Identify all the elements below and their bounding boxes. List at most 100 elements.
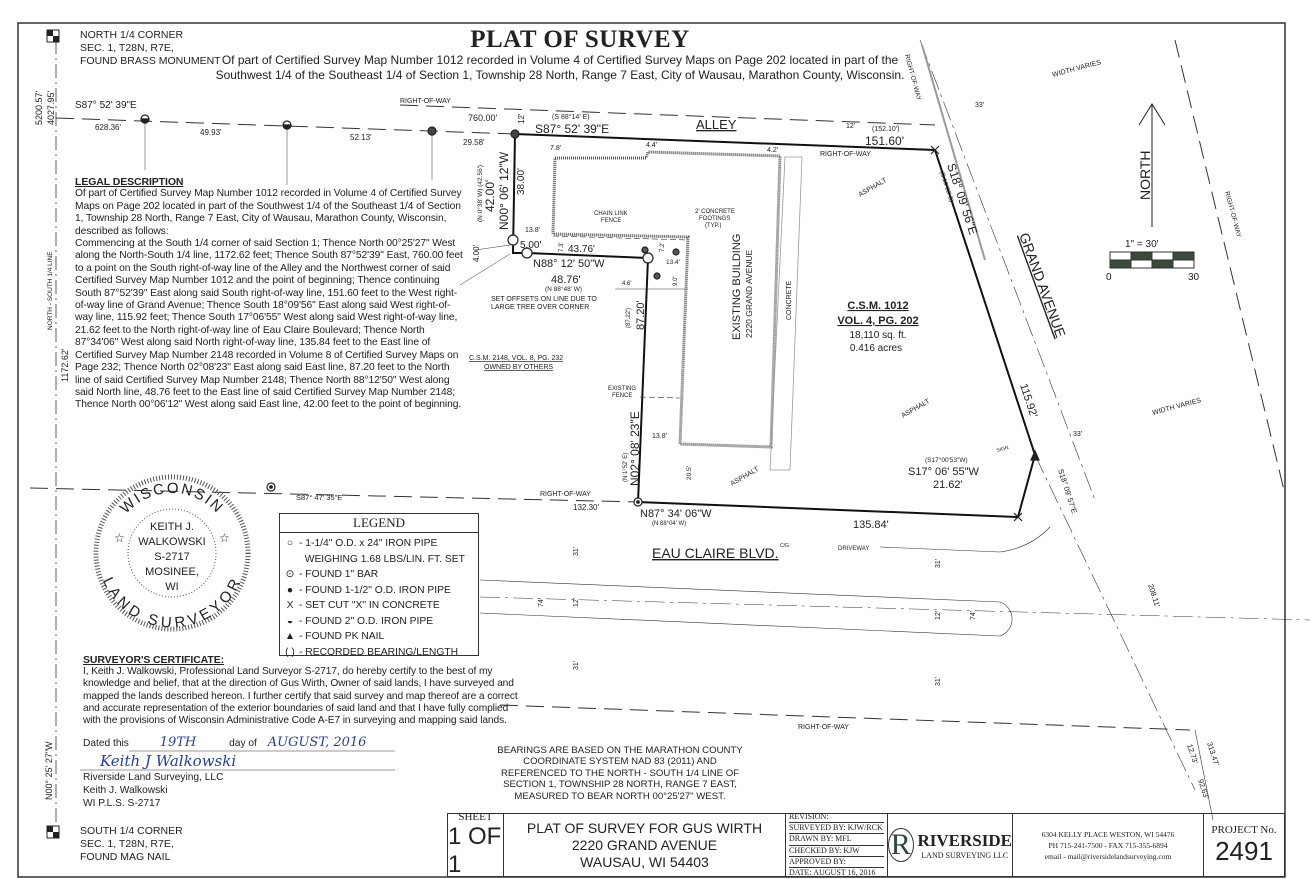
label: 7.3' [559,243,565,253]
label: (87.22') [626,308,632,328]
bearing-label: N87° 34' 06"W [640,508,712,520]
label: (N 0°38' W) (42.56') [476,165,484,222]
north-label: NORTH [1137,150,1153,200]
plat-title: PLAT OF SURVEY FOR GUS WIRTH [526,819,763,836]
legend-text: - FOUND PK NAIL [299,631,385,642]
label: DRIVEWAY [838,546,869,552]
legend-title: LEGEND [280,514,478,533]
set-iron-pipe-marker [521,247,533,259]
legal-description: LEGAL DESCRIPTION Of part of Certified S… [75,176,465,412]
label: 13.8' [652,433,667,440]
revision-label: REVISION: [789,812,884,824]
drawing-date: DATE: AUGUST 16, 2016 [789,867,876,877]
note-label: SET OFFSETS ON LINE DUE TO [491,296,597,303]
bearings-note: BEARINGS ARE BASED ON THE MARATHON COUNT… [497,745,743,802]
concrete-footing-marker [653,272,661,280]
company-email: email - mail@riversidelandsurveying.com [1044,851,1172,861]
day-of-label: day of [229,738,257,749]
legend-text: - 1-1/4" O.D. x 24" IRON PIPE [299,538,438,549]
signature: Keith J Walkowski [100,752,237,770]
svg-text:☆: ☆ [219,531,230,545]
parcel-label: VOL. 4, PG. 202 [837,315,918,327]
label: 74' [538,598,545,607]
label: 628.36' [95,123,121,132]
legend-text: - FOUND 2" O.D. IRON PIPE [299,615,434,627]
label: (N 88°48' W) [545,285,582,293]
label: 31' [573,547,580,556]
label: 29.58' [463,138,485,147]
label: 20.5' [686,466,693,480]
label: 31' [935,559,942,568]
label: 208.11' [1146,583,1162,609]
company-logo: R RIVERSIDE LAND SURVEYING LLC [887,813,1013,877]
label: NORTH - SOUTH 1/4 LINE [47,251,54,330]
seal-state: WI [165,581,178,593]
label: 33' [975,102,984,109]
corner-line: FOUND MAG NAIL [80,851,171,863]
seal-license: S-2717 [154,551,189,563]
pk-nail-marker [1030,449,1040,461]
label: 31' [573,661,580,670]
label: 12' [573,598,580,607]
label: 13.8' [525,227,540,234]
label: RIGHT-OF-WAY [820,151,871,158]
seal-name: WALKOWSKI [138,536,205,548]
label: C/G [780,543,789,549]
label: S18° 09' 57"E [1056,468,1079,515]
project-cell: PROJECT No. 2491 [1203,813,1285,877]
svg-text:☆: ☆ [114,531,125,545]
note-label: LARGE TREE OVER CORNER [491,304,589,311]
certificate-body: I, Keith J. Walkowski, Professional Land… [83,666,518,727]
legend-text: - SET CUT "X" IN CONCRETE [299,600,440,611]
grand-centerline [919,39,1096,501]
found-iron-pipe-marker [427,126,437,136]
approved-by: APPROVED BY: [789,857,884,868]
label: 5.00' [520,240,541,251]
surveyor-license: WI P.L.S. S-2717 [83,797,161,809]
legend-text: WEIGHING 1.68 LBS/LIN. FT. SET [299,553,465,565]
label: 49.93' [200,128,222,137]
set-iron-pipe-marker [642,252,654,264]
recorded-bearing-icon: ( ) [285,646,295,658]
seal-name: KEITH J. [150,521,194,533]
label: OWNED BY OTHERS [484,364,553,371]
scale-max: 30 [1188,272,1200,283]
label: 2' CONCRETE [695,209,735,215]
corner-line: FOUND BRASS MONUMENT [80,55,221,67]
revision-cell: REVISION: SURVEYED BY: KJW/RCK DRAWN BY:… [785,812,888,877]
label: 48.76' [551,274,581,286]
scale-label: 1" = 30' [1125,239,1159,250]
dated-month-year: AUGUST, 2016 [267,735,367,750]
seal-city: MOSINEE, [145,566,199,578]
label: RIGHT-OF-WAY [798,724,849,731]
plat-title-cell: PLAT OF SURVEY FOR GUS WIRTH 2220 GRAND … [503,813,786,877]
label: 12.73' [1185,743,1200,766]
cut-x-marker [1013,512,1023,522]
street-name-eau-claire: EAU CLAIRE BLVD. [652,545,779,561]
driveway [879,526,1051,553]
label: ASPHALT [901,398,932,420]
corner-line: SOUTH 1/4 CORNER [80,825,183,837]
pk-nail-icon: ▲ [284,631,296,642]
north-arrow-icon [1138,103,1166,227]
label: WIDTH VARIES [1052,59,1102,79]
label: (S17°00'53"W) [925,456,968,464]
bearing-label: N00° 25' 27"W [44,741,54,800]
street-name-alley: ALLEY [696,117,737,132]
building-label: EXISTING BUILDING [731,234,743,340]
sheet-label: SHEET [458,811,493,823]
legend-item: ( )- RECORDED BEARING/LENGTH [284,645,474,661]
found-iron-pipe-icon: ● [286,584,294,596]
label: 12' [935,611,942,620]
legend-item: ⊙- FOUND 1" BAR [284,567,474,583]
label: ASPHALT [858,177,889,199]
surveyor-name: Keith J. Walkowski [83,784,168,796]
logo-icon: R [888,828,914,862]
legend-item: ◒- FOUND 2" O.D. IRON PIPE [284,614,474,630]
plat-address: 2220 GRAND AVENUE [571,836,718,853]
corner-line: SEC. 1, T28N, R7E, [80,42,174,54]
legend-item: WEIGHING 1.68 LBS/LIN. FT. SET [284,552,474,568]
corner-line: NORTH 1/4 CORNER [80,29,184,41]
label: RIGHT-OF-WAY [540,491,591,498]
